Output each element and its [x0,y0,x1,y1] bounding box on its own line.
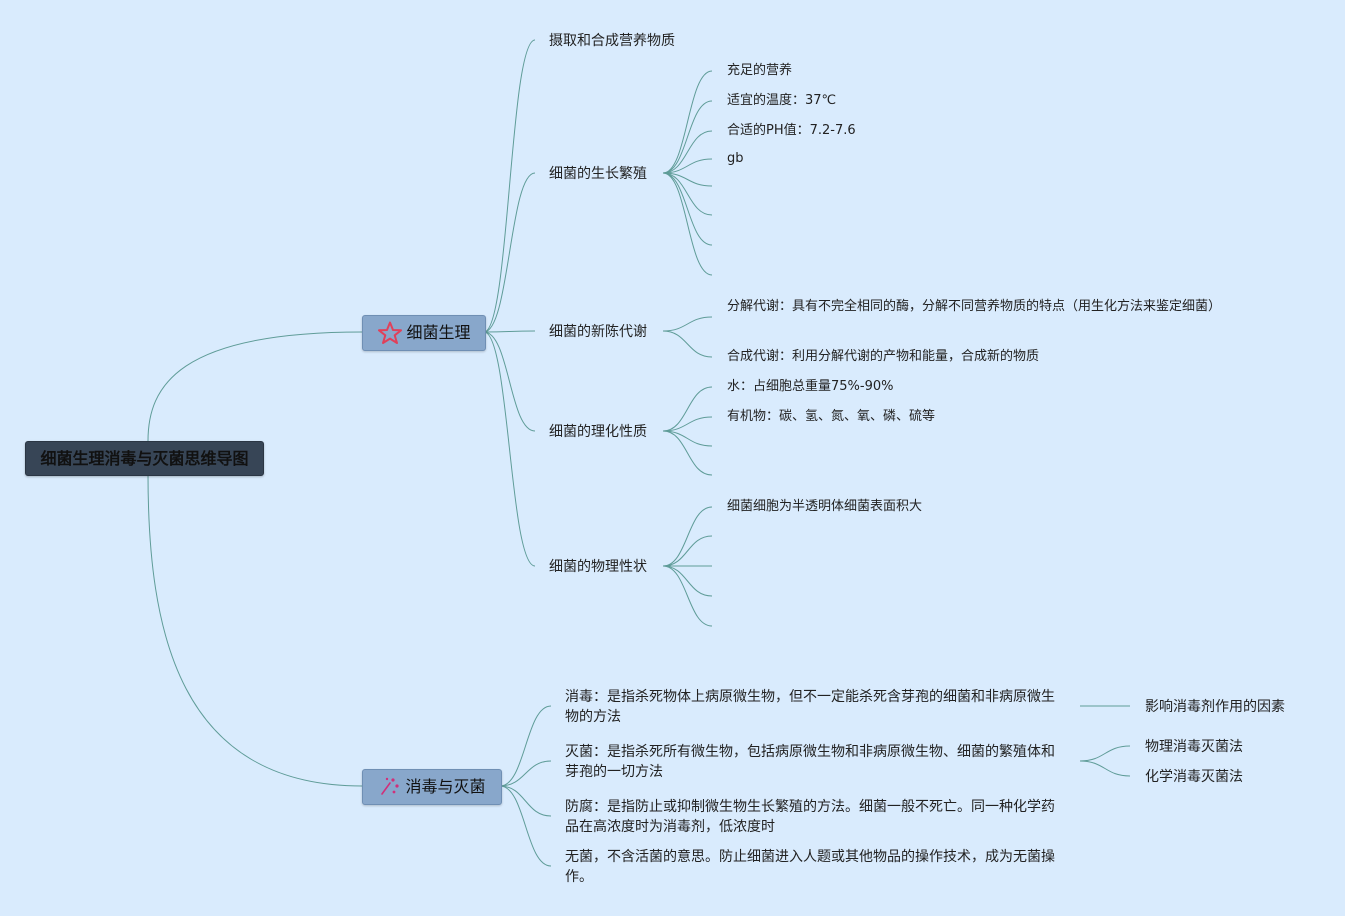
connector-growth-leaf-1 [662,100,713,174]
topic-metabolism[interactable]: 细菌的新陈代谢 [549,324,647,340]
topic-disinfection[interactable]: 消毒：是指杀死物体上病原微生物，但不一定能杀死含芽孢的细菌和非病原微生物的方法 [565,689,1055,725]
leaf-disinfectant-factors[interactable]: 影响消毒剂作用的因素 [1145,699,1285,715]
connector-branch1-topic-3 [483,331,536,432]
connector-physchem-leaf-1 [662,416,713,432]
connector-physchem-leaf-0 [662,386,713,432]
connector-branch2-topic-1 [499,760,552,787]
leaf-translucent-cell[interactable]: 细菌细胞为半透明体细菌表面积大 [727,499,923,514]
connector-growth-leaf-5 [662,172,713,216]
leaf-suitable-ph[interactable]: 合适的PH值：7.2-7.6 [727,123,856,138]
branch-disinfection-sterilization[interactable]: 消毒与灭菌 [362,769,502,805]
connector-growth-leaf-3 [662,158,713,174]
leaf-physical-methods[interactable]: 物理消毒灭菌法 [1145,739,1243,755]
branch-bacteria-physiology[interactable]: 细菌生理 [362,315,486,351]
branch-label: 细菌生理 [406,323,471,342]
leaf-suitable-temperature[interactable]: 适宜的温度：37℃ [727,93,837,108]
star-icon [378,321,403,344]
connector-growth-leaf-7 [662,172,713,276]
leaf-gb[interactable]: gb [727,151,744,166]
topic-nutrient-uptake[interactable]: 摄取和合成营养物质 [549,33,675,49]
connector-physical-leaf-4 [662,565,713,627]
connector-sterilization-leaf-1 [1079,760,1131,777]
connector-metabolism-leaf-0 [662,316,713,332]
connector-branch2-topic-3 [499,785,552,867]
sparkle-icon [381,777,400,795]
branch-label: 消毒与灭菌 [405,777,486,796]
leaf-adequate-nutrition[interactable]: 充足的营养 [727,63,793,78]
connector-branch1-topic-1 [483,172,536,333]
connector-metabolism-leaf-1 [662,330,713,358]
connector-branch2-topic-0 [499,705,552,787]
connector-physical-leaf-3 [662,565,713,597]
topic-antisepsis[interactable]: 防腐：是指防止或抑制微生物生长繁殖的方法。细菌一般不死亡。同一种化学药品在高浓度… [565,799,1055,835]
connector-branch2-topic-2 [499,785,552,817]
connector-physchem-leaf-3 [662,430,713,476]
connector-physchem-leaf-2 [662,430,713,447]
leaf-catabolism[interactable]: 分解代谢：具有不完全相同的酶，分解不同营养物质的特点（用生化方法来鉴定细菌） [727,299,1222,314]
connector-branch1-topic-2 [483,330,536,333]
connector-physical-leaf-0 [662,506,713,567]
topic-physicochemical-properties[interactable]: 细菌的理化性质 [549,424,647,440]
connector-branch1-topic-0 [483,39,536,333]
root-topic[interactable]: 细菌生理消毒与灭菌思维导图 [25,441,264,476]
leaf-organic-matter[interactable]: 有机物：碳、氢、氮、氧、磷、硫等 [727,409,936,424]
connector-root-branch2 [147,473,363,787]
connector-growth-leaf-2 [662,130,713,174]
connector-physical-leaf-1 [662,535,713,567]
topic-growth-reproduction[interactable]: 细菌的生长繁殖 [549,166,647,182]
leaf-water[interactable]: 水：占细胞总重量75%-90% [727,379,894,394]
leaf-chemical-methods[interactable]: 化学消毒灭菌法 [1145,769,1243,785]
connector-root-branch1 [147,331,363,442]
leaf-anabolism[interactable]: 合成代谢：利用分解代谢的产物和能量，合成新的物质 [727,349,1040,364]
topic-asepsis[interactable]: 无菌，不含活菌的意思。防止细菌进入人题或其他物品的操作技术，成为无菌操作。 [565,849,1055,885]
connector-sterilization-leaf-0 [1079,745,1131,762]
topic-physical-traits[interactable]: 细菌的物理性状 [549,559,647,575]
connector-growth-leaf-6 [662,172,713,246]
topic-sterilization[interactable]: 灭菌：是指杀死所有微生物，包括病原微生物和非病原微生物、细菌的繁殖体和芽孢的一切… [565,744,1055,780]
connector-growth-leaf-0 [662,70,713,174]
connector-branch1-topic-4 [483,331,536,567]
